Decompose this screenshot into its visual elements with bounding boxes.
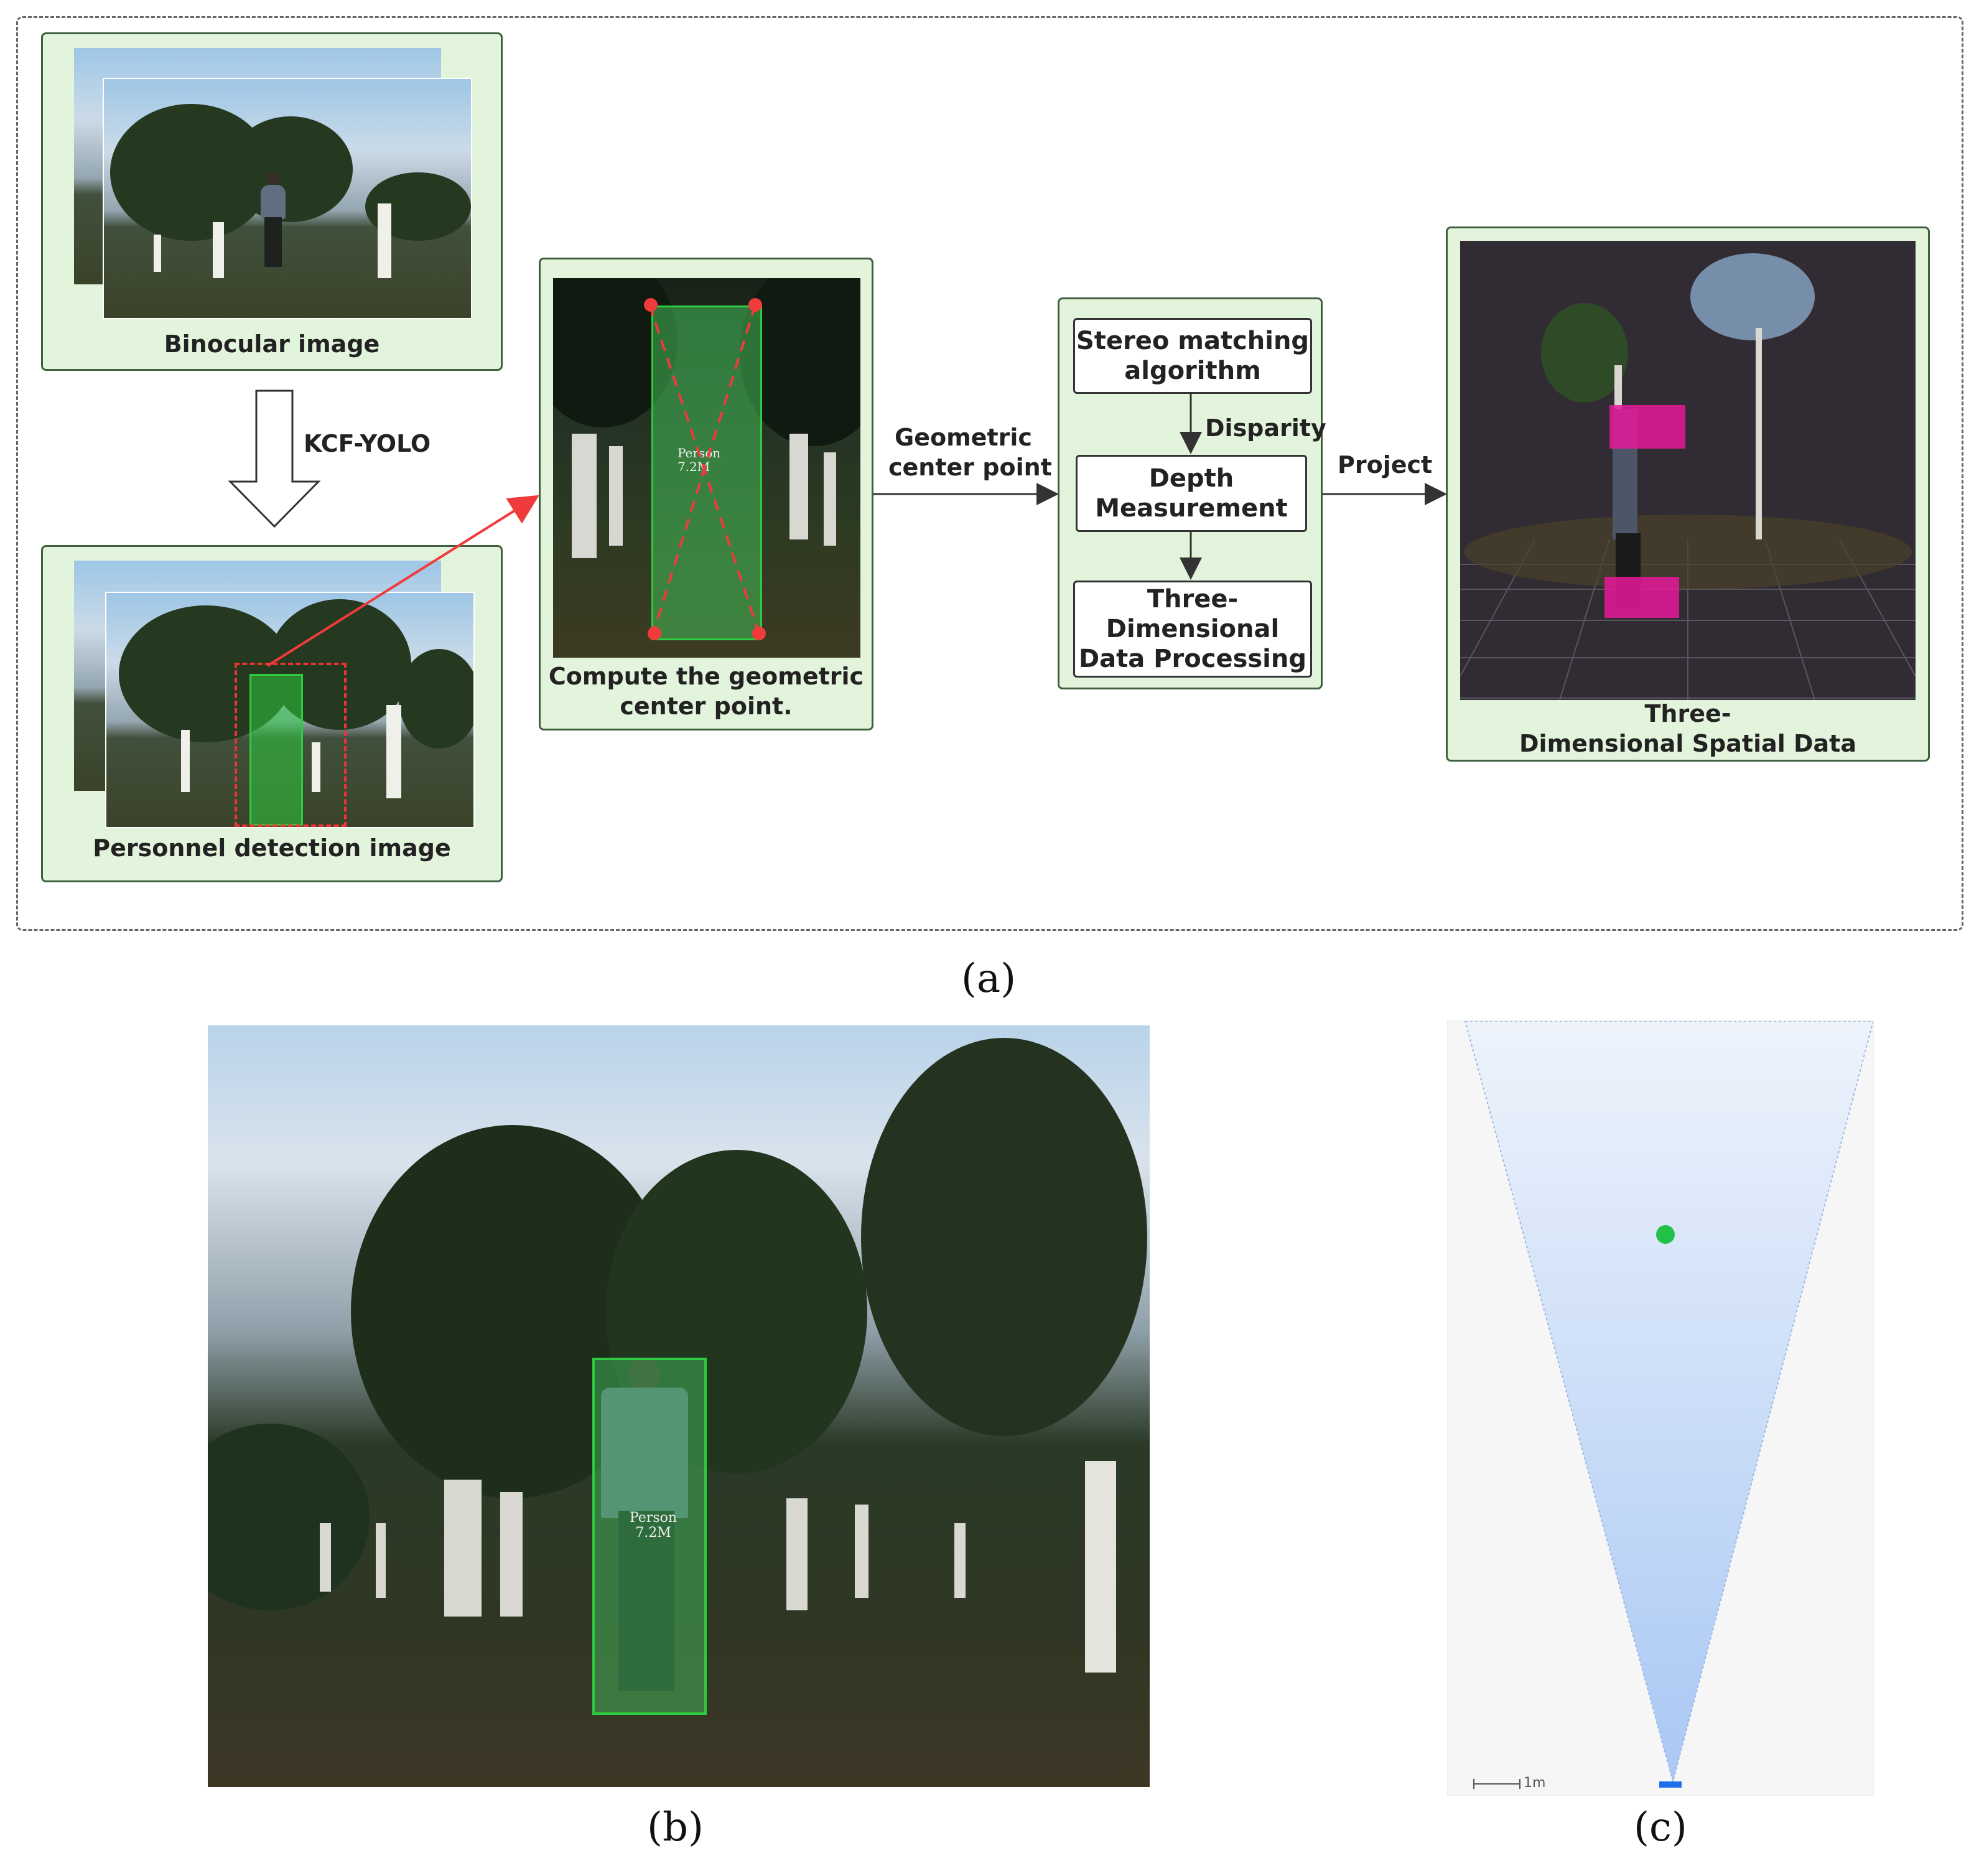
scale-label: 1m xyxy=(1524,1775,1546,1791)
caption-c: (c) xyxy=(1634,1804,1687,1850)
red-link-arrow xyxy=(266,495,539,667)
geo-center-label-2: center point xyxy=(888,454,1052,481)
detection-image-front xyxy=(105,592,475,828)
panel-a-arrows xyxy=(228,298,1447,667)
binocular-panel: Binocular image xyxy=(41,32,503,371)
detection-panel: Personnel detection image xyxy=(41,545,503,882)
detection-highlight-dashed-box xyxy=(235,663,347,827)
panel-c-view: 1m xyxy=(1447,1020,1874,1796)
fov-cone xyxy=(1464,1021,1873,1784)
stereo-matching-box: Stereo matching algorithm xyxy=(1073,318,1312,394)
caption-a: (a) xyxy=(961,956,1017,1002)
kcf-yolo-label: KCF-YOLO xyxy=(304,430,431,457)
caption-b: (b) xyxy=(647,1804,704,1850)
detection-box xyxy=(249,674,303,826)
point-cloud-grid xyxy=(1460,253,1916,700)
binocular-image-front xyxy=(103,78,472,319)
panel-c-fov xyxy=(1464,1021,1873,1789)
binocular-label: Binocular image xyxy=(164,330,380,358)
spatial-data-panel: Three- Dimensional Spatial Data xyxy=(1446,226,1930,762)
point-cloud-view xyxy=(1460,241,1916,700)
project-label: Project xyxy=(1338,451,1433,478)
compute-label-line2: center point. xyxy=(620,693,793,720)
compute-center-panel: Person 7.2M Compute the geometric center… xyxy=(539,258,873,730)
processing-panel: Stereo matching algorithm Depth Measurem… xyxy=(1058,297,1326,689)
compute-label-line1: Compute the geometric xyxy=(548,663,864,690)
panel-a-frame xyxy=(16,16,1963,931)
panel-b-person-tag: Person 7.2M xyxy=(629,1510,678,1541)
kcf-yolo-arrow xyxy=(228,390,321,528)
detection-label: Personnel detection image xyxy=(93,834,451,862)
center-diagonals xyxy=(644,298,766,640)
panel-b-detection-box xyxy=(592,1358,707,1715)
spatial-label-line1: Three- xyxy=(1644,700,1731,727)
panel-b-photo: Person 7.2M xyxy=(208,1025,1150,1787)
depth-measurement-box: Depth Measurement xyxy=(1076,455,1307,532)
spatial-label-line2: Dimensional Spatial Data xyxy=(1519,730,1856,757)
camera-marker xyxy=(1659,1781,1682,1788)
three-d-processing-box: Three- Dimensional Data Processing xyxy=(1073,581,1312,678)
target-dot xyxy=(1656,1225,1675,1244)
geo-center-label-1: Geometric xyxy=(895,424,1032,451)
disparity-label: Disparity xyxy=(1205,414,1326,442)
